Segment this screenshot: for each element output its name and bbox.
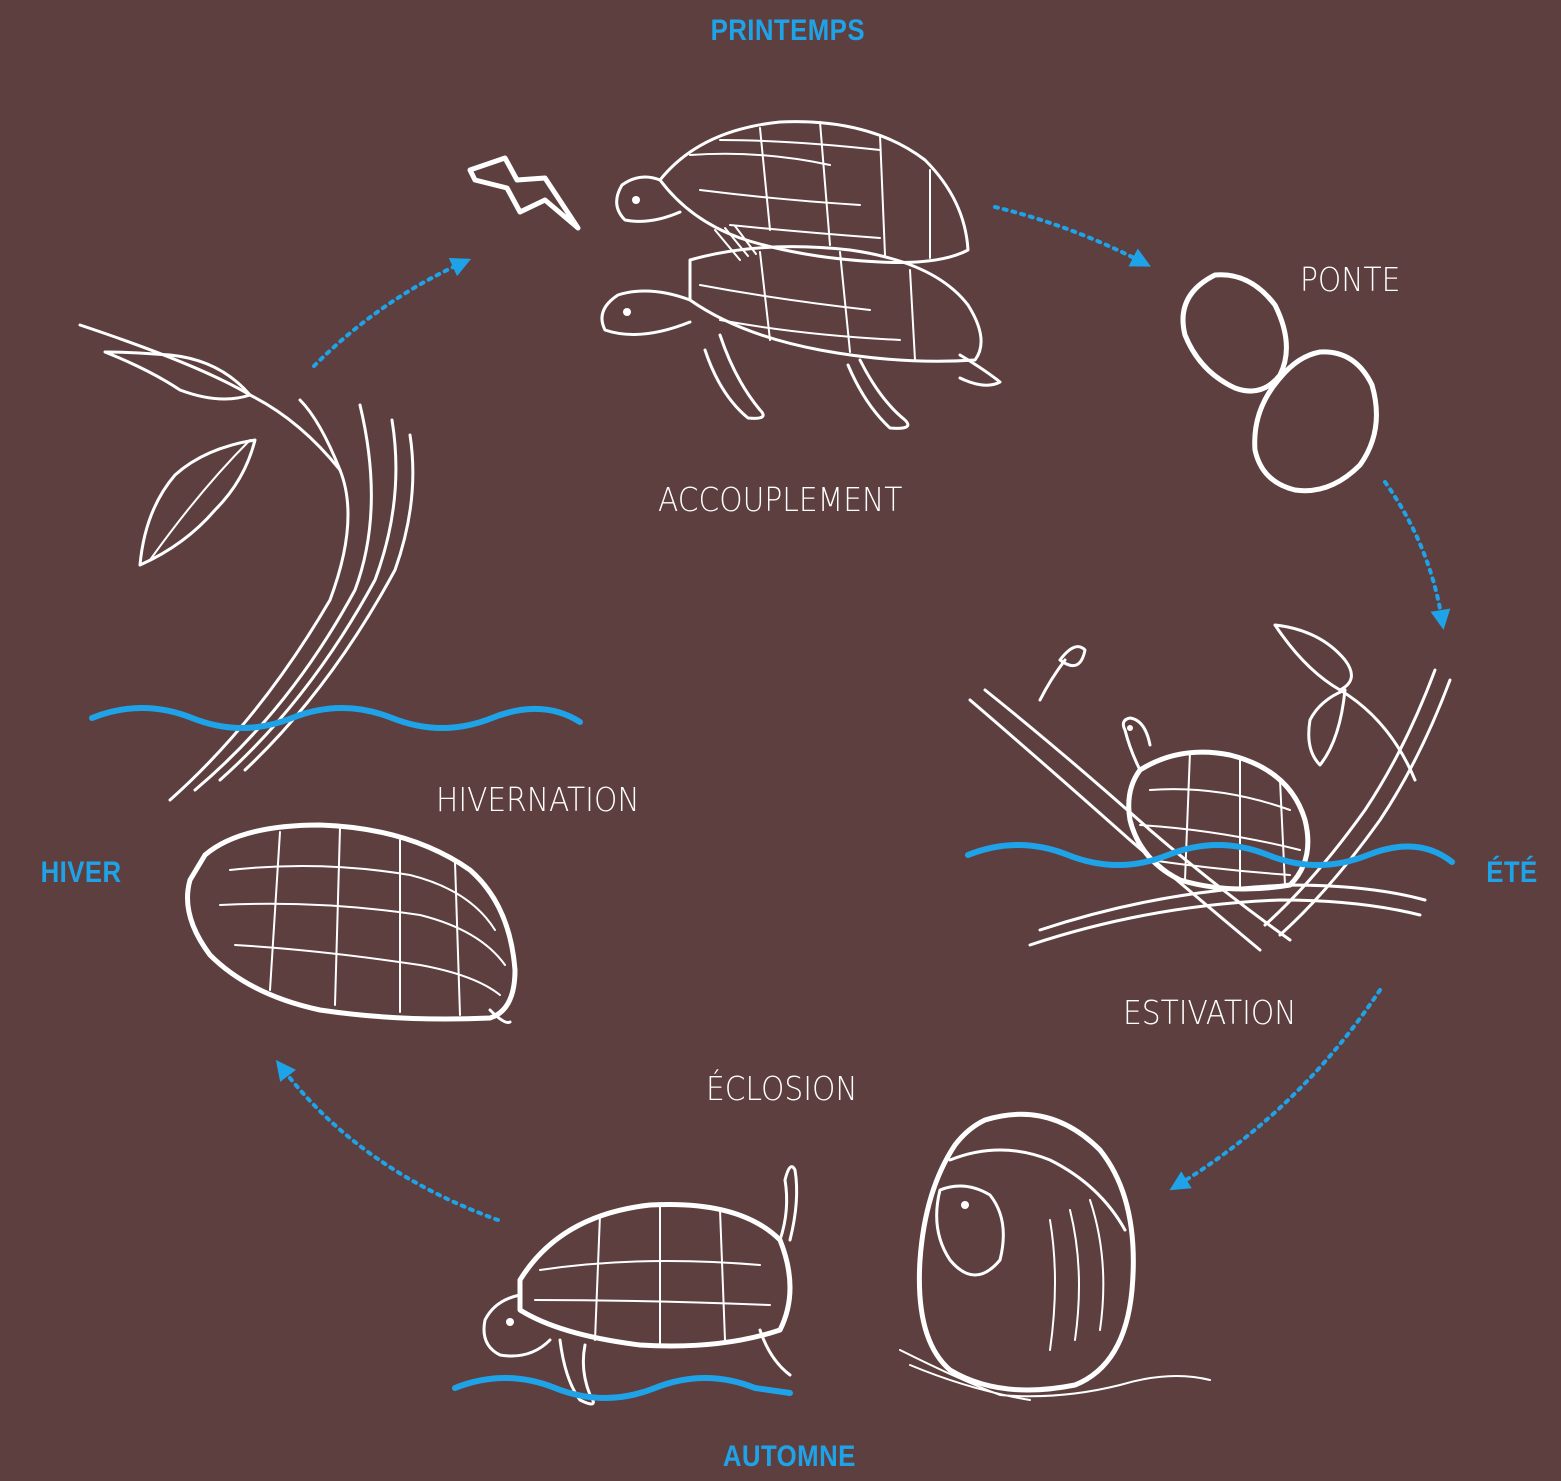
hibernating-turtle-icon	[188, 825, 516, 1023]
mating-turtles-icon	[602, 122, 1000, 429]
basking-turtle-icon	[970, 625, 1450, 950]
arrow-laying-to-estivation	[1385, 482, 1442, 620]
season-label-spring: PRINTEMPS	[711, 14, 865, 48]
water-wave-icon-autumn	[455, 1378, 790, 1398]
water-wave-icon-estivation	[968, 845, 1452, 865]
season-label-summer: ÉTÉ	[1486, 856, 1537, 890]
arrow-hatching-to-hibernation	[282, 1068, 498, 1220]
season-label-autumn: AUTOMNE	[723, 1440, 856, 1474]
lightning-icon	[470, 158, 578, 228]
eggs-icon	[1183, 275, 1376, 491]
season-label-winter: HIVER	[41, 856, 122, 890]
cycle-arrows	[282, 207, 1442, 1220]
stage-label-estivation: ESTIVATION	[1123, 993, 1296, 1032]
arrow-hibernation-to-mating	[314, 263, 462, 366]
water-wave-icon	[92, 708, 580, 728]
hatchling-turtle-icon	[484, 1167, 797, 1404]
stage-label-mating: ACCOUPLEMENT	[658, 480, 902, 519]
stage-label-hatching: ÉCLOSION	[706, 1069, 858, 1108]
arrow-mating-to-laying	[995, 207, 1142, 262]
hatching-turtle-icon	[900, 1114, 1210, 1400]
stage-label-hibernation: HIVERNATION	[436, 780, 640, 819]
stage-label-laying: PONTE	[1300, 260, 1400, 299]
